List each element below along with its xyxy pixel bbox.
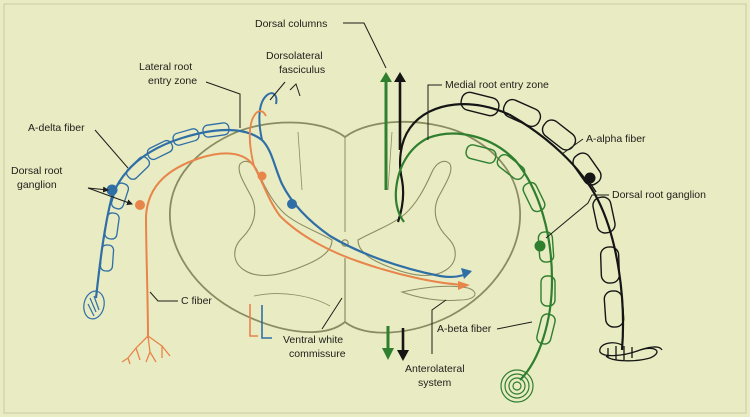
- a-alpha-axon: [396, 103, 625, 351]
- label-ventral-white-commissure-line-1: Ventral white: [283, 334, 343, 346]
- leader-drg-left-orange: [87, 187, 133, 206]
- leader-a-beta-fiber: [496, 321, 533, 330]
- label-a-beta-fiber: A-beta fiber: [437, 323, 492, 335]
- leader-lines: [87, 22, 609, 354]
- leader-lateral-root-entry-zone: [205, 81, 241, 128]
- white-matter-line-1: [297, 131, 303, 191]
- leader-dorsolateral-fasciculus-1: [269, 81, 286, 101]
- leader-anterolateral-system: [431, 299, 447, 354]
- label-lateral-root-entry-zone-line-1: Lateral root: [139, 61, 192, 73]
- label-dorsolateral-fasciculus-line-1: Dorsolateral: [266, 50, 323, 62]
- a-delta-dorsal-horn-cell: [287, 199, 297, 209]
- a-delta-dorsolateral-branch: [258, 92, 278, 141]
- label-dorsal-columns: Dorsal columns: [255, 18, 327, 30]
- a-delta-fiber: [83, 92, 472, 339]
- white-matter-line-2: [387, 131, 393, 191]
- a-beta-myelin-sheath: [465, 144, 556, 345]
- label-anterolateral-system-line-1: Anterolateral: [405, 363, 465, 375]
- a-delta-dorsal-root-ganglion: [106, 184, 118, 196]
- a-delta-axon: [94, 128, 471, 299]
- label-medial-root-entry-zone: Medial root entry zone: [445, 79, 549, 91]
- frame-border: [3, 3, 747, 414]
- leader-dorsal-columns: [343, 22, 387, 69]
- label-a-delta-fiber: A-delta fiber: [28, 122, 85, 134]
- labels: Dorsal columns Lateral root entry zone D…: [11, 18, 706, 389]
- label-ventral-white-commissure-line-2: commissure: [289, 348, 346, 360]
- a-beta-dorsal-root-ganglion: [534, 240, 546, 252]
- label-dorsal-root-ganglion-left-line-1: Dorsal root: [11, 165, 62, 177]
- leader-medial-root-entry-zone: [427, 84, 442, 140]
- label-c-fiber: C fiber: [181, 295, 212, 307]
- leader-a-delta-fiber: [94, 129, 129, 169]
- a-alpha-fiber: [394, 72, 663, 362]
- c-fiber-dorsolateral-branch: [248, 110, 267, 167]
- label-anterolateral-system-line-2: system: [418, 377, 452, 389]
- a-beta-descending-arrowhead: [382, 348, 394, 360]
- grey-matter-left: [234, 160, 333, 277]
- label-dorsal-root-ganglion-left-line-2: ganglion: [17, 179, 57, 191]
- pacinian-corpuscle: [500, 369, 534, 403]
- anterolateral-tract: [400, 285, 476, 301]
- a-delta-descending: [261, 305, 272, 339]
- ventral-root-line: [253, 293, 331, 307]
- leader-a-alpha-fiber: [561, 138, 584, 155]
- label-dorsal-root-ganglion-right: Dorsal root ganglion: [612, 189, 706, 201]
- leader-c-fiber: [149, 291, 178, 302]
- a-beta-axon: [394, 132, 554, 381]
- leader-drg-right: [545, 194, 609, 239]
- c-fiber-dorsal-root-ganglion: [135, 200, 145, 210]
- label-lateral-root-entry-zone-line-2: entry zone: [148, 75, 197, 87]
- c-fiber: [121, 110, 470, 365]
- a-delta-free-nerve-ending: [83, 290, 105, 320]
- c-fiber-free-nerve-endings: [121, 335, 171, 365]
- a-alpha-ganglion-stalk: [589, 182, 597, 193]
- c-fiber-descending: [249, 304, 258, 337]
- a-alpha-dorsal-root-ganglion: [584, 172, 596, 184]
- a-alpha-myelin-sheath: [460, 91, 625, 328]
- a-delta-arrowhead: [461, 268, 472, 279]
- a-alpha-motor-endplate: [599, 342, 663, 362]
- a-alpha-descending-arrowhead: [397, 350, 409, 361]
- a-beta-ascending-arrowhead: [380, 72, 392, 82]
- label-a-alpha-fiber: A-alpha fiber: [586, 133, 646, 145]
- label-dorsolateral-fasciculus-line-2: fasciculus: [279, 64, 325, 76]
- c-fiber-dorsal-horn-cell: [257, 171, 267, 181]
- a-alpha-ascending-arrowhead: [394, 72, 406, 82]
- c-fiber-arrowhead: [458, 281, 470, 290]
- a-beta-fiber: [380, 72, 556, 403]
- leader-ventral-white-commissure: [321, 297, 343, 330]
- leader-drg-left-blue: [87, 186, 109, 193]
- grey-matter-right: [357, 160, 456, 277]
- leader-dorsolateral-fasciculus-2: [289, 83, 301, 97]
